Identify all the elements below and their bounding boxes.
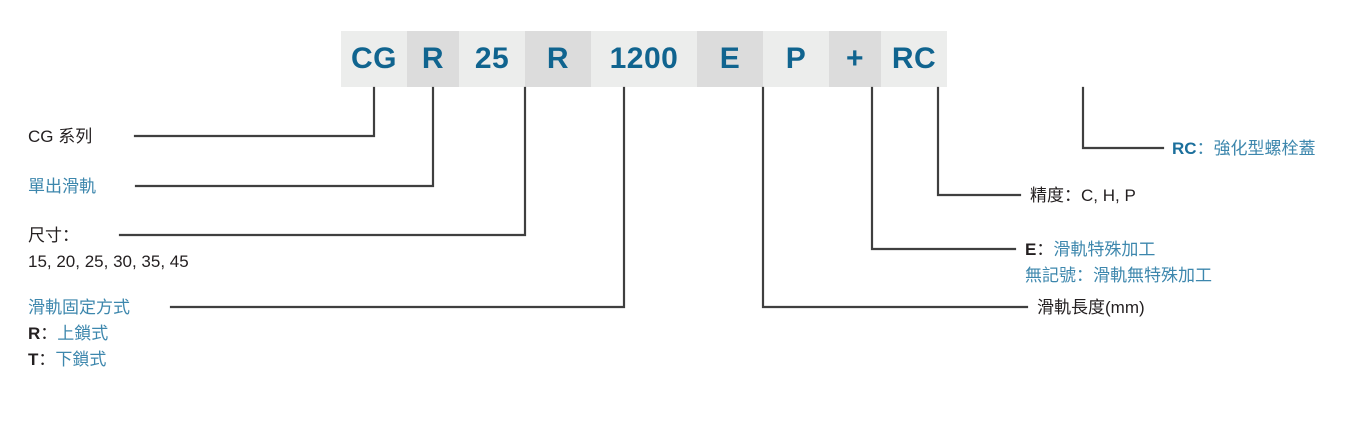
annotation-accuracy-line1: 精度：C, H, P xyxy=(1030,186,1136,205)
annotation-machining-line1: E：滑軌特殊加工 xyxy=(1025,237,1212,263)
code-cell-plus: + xyxy=(829,31,881,87)
annotation-bolt-cover-line1: RC：強化型螺栓蓋 xyxy=(1172,136,1316,162)
bolt-cover-sep: ： xyxy=(1196,139,1214,158)
annotation-bolt-cover: RC：強化型螺栓蓋 xyxy=(1172,136,1316,162)
leader-line-bolt-cover xyxy=(1081,86,1165,150)
mounting-option-r-code: R xyxy=(28,324,41,343)
code-cell-rail-type: R xyxy=(407,31,459,87)
mounting-option-t-sep: ： xyxy=(38,350,56,369)
bolt-cover-code: RC xyxy=(1172,139,1197,158)
annotation-accuracy: 精度：C, H, P xyxy=(1030,183,1136,209)
annotation-mounting-title: 滑軌固定方式 xyxy=(28,298,130,317)
mounting-option-r-sep: ： xyxy=(40,324,58,343)
annotation-machining: E：滑軌特殊加工 無記號：滑軌無特殊加工 xyxy=(1025,237,1212,289)
bolt-cover-text: 強化型螺栓蓋 xyxy=(1213,139,1316,158)
leader-line-mounting xyxy=(169,86,626,309)
annotation-length-line1: 滑軌長度(mm) xyxy=(1037,298,1145,317)
annotation-size-line1: 尺寸： xyxy=(28,226,79,245)
machining-sep: ： xyxy=(1036,240,1054,259)
annotation-size-values: 15, 20, 25, 30, 35, 45 xyxy=(28,252,189,271)
leader-line-machining xyxy=(870,86,1017,251)
machining-code: E xyxy=(1025,240,1037,259)
machining-text: 滑軌特殊加工 xyxy=(1053,240,1156,259)
annotation-series: CG 系列 xyxy=(28,124,92,150)
annotation-machining-line2: 無記號：滑軌無特殊加工 xyxy=(1025,266,1212,285)
leader-line-length xyxy=(761,86,1029,309)
annotation-mounting: 滑軌固定方式 R：上鎖式 T：下鎖式 xyxy=(28,295,130,373)
code-cell-bolt-cover: RC xyxy=(881,31,947,87)
code-cell-mounting: R xyxy=(525,31,591,87)
annotation-size: 尺寸： 15, 20, 25, 30, 35, 45 xyxy=(28,223,189,275)
code-cell-size: 25 xyxy=(459,31,525,87)
code-cell-machining: E xyxy=(697,31,763,87)
code-cell-series: CG xyxy=(341,31,407,87)
leader-line-size xyxy=(118,86,527,237)
annotation-rail-type: 單出滑軌 xyxy=(28,174,96,200)
code-cell-accuracy: P xyxy=(763,31,829,87)
mounting-option-r-text: 上鎖式 xyxy=(57,324,109,343)
part-number-code-strip: CG R 25 R 1200 E P + RC xyxy=(341,31,947,87)
annotation-rail-type-line1: 單出滑軌 xyxy=(28,177,96,196)
leader-line-rail-type xyxy=(134,86,435,188)
annotation-length: 滑軌長度(mm) xyxy=(1037,295,1145,321)
annotation-mounting-option-t: T：下鎖式 xyxy=(28,347,130,373)
annotation-series-line1: CG 系列 xyxy=(28,127,93,146)
mounting-option-t-text: 下鎖式 xyxy=(55,350,107,369)
code-cell-length: 1200 xyxy=(591,31,697,87)
mounting-option-t-code: T xyxy=(28,350,39,369)
leader-line-series xyxy=(133,86,376,138)
leader-line-accuracy xyxy=(936,86,1022,197)
annotation-mounting-option-r: R：上鎖式 xyxy=(28,321,130,347)
